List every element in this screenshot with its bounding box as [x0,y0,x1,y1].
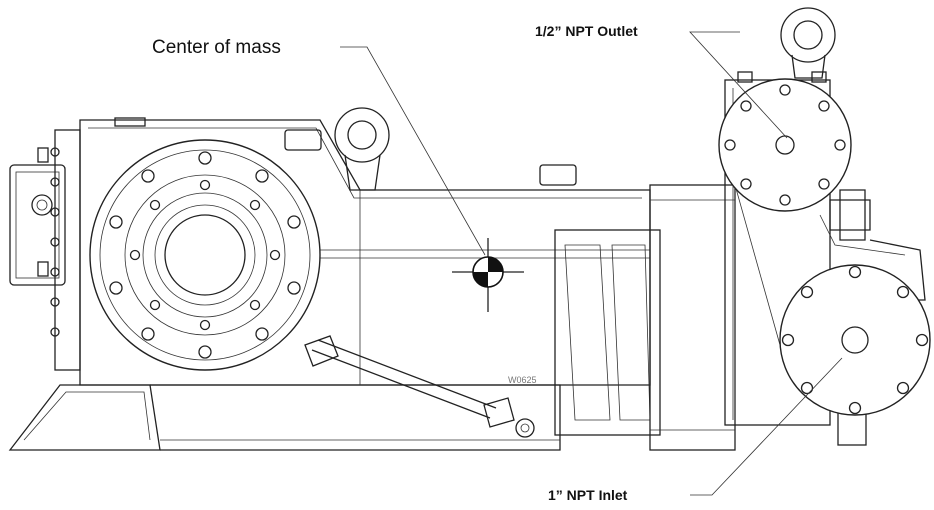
inlet-label: 1” NPT Inlet [548,487,628,503]
plunger-section [554,184,736,451]
pump-base [8,384,561,451]
lifting-eye-icon [780,7,836,79]
flange-bolts [109,151,301,359]
side-fitting [819,189,926,446]
outlet-flange [718,78,852,212]
left-end-cover [9,129,81,371]
drawing-code: W0625 [508,375,537,385]
lube-line [304,335,535,438]
center-of-mass-icon [452,238,524,312]
outlet-label: 1/2” NPT Outlet [535,23,638,39]
leader-lines [340,31,843,496]
center-of-mass-label: Center of mass [152,37,281,58]
inlet-flange [779,264,931,416]
bearing-flange [89,139,321,371]
lifting-eye-icon [334,107,390,191]
